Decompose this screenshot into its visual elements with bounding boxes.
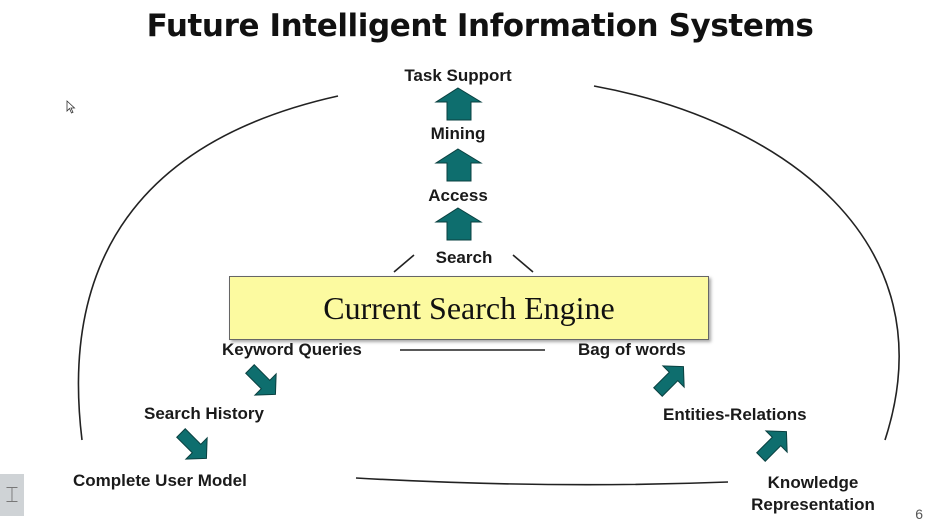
- label-bag-of-words: Bag of words: [578, 340, 686, 359]
- block-arrow-icon: [176, 428, 208, 460]
- block-arrow-icon: [434, 207, 483, 241]
- slide-title: Future Intelligent Information Systems: [146, 8, 814, 44]
- search-line-right: [512, 254, 534, 273]
- search-line-left: [393, 254, 415, 273]
- mouse-pointer-icon: [66, 100, 76, 114]
- engine-label: Current Search Engine: [323, 289, 615, 326]
- block-arrow-icon: [756, 430, 788, 462]
- label-search: Search: [435, 248, 493, 267]
- knowledge-line2: Representation: [751, 495, 875, 514]
- block-arrow-icon: [653, 365, 685, 397]
- bottom-curve: [355, 477, 729, 486]
- block-arrow-icon: [245, 364, 277, 396]
- label-access: Access: [428, 186, 488, 205]
- current-search-engine-box: Current Search Engine: [229, 276, 709, 340]
- label-complete-user-model: Complete User Model: [73, 471, 247, 490]
- label-mining: Mining: [430, 124, 486, 143]
- outer-curve-right: [593, 85, 900, 441]
- block-arrow-icon: [434, 148, 483, 182]
- label-entities-relations: Entities-Relations: [663, 405, 807, 424]
- label-search-history: Search History: [144, 404, 264, 423]
- label-knowledge-representation: Knowledge Representation: [742, 473, 884, 515]
- label-task-support: Task Support: [404, 66, 512, 85]
- corner-logo-icon: ⌶: [0, 474, 24, 516]
- block-arrow-icon: [434, 87, 483, 121]
- page-number: 6: [915, 506, 923, 522]
- label-keyword-queries: Keyword Queries: [222, 340, 362, 359]
- outer-curve-left: [77, 95, 339, 441]
- knowledge-line1: Knowledge: [767, 473, 859, 492]
